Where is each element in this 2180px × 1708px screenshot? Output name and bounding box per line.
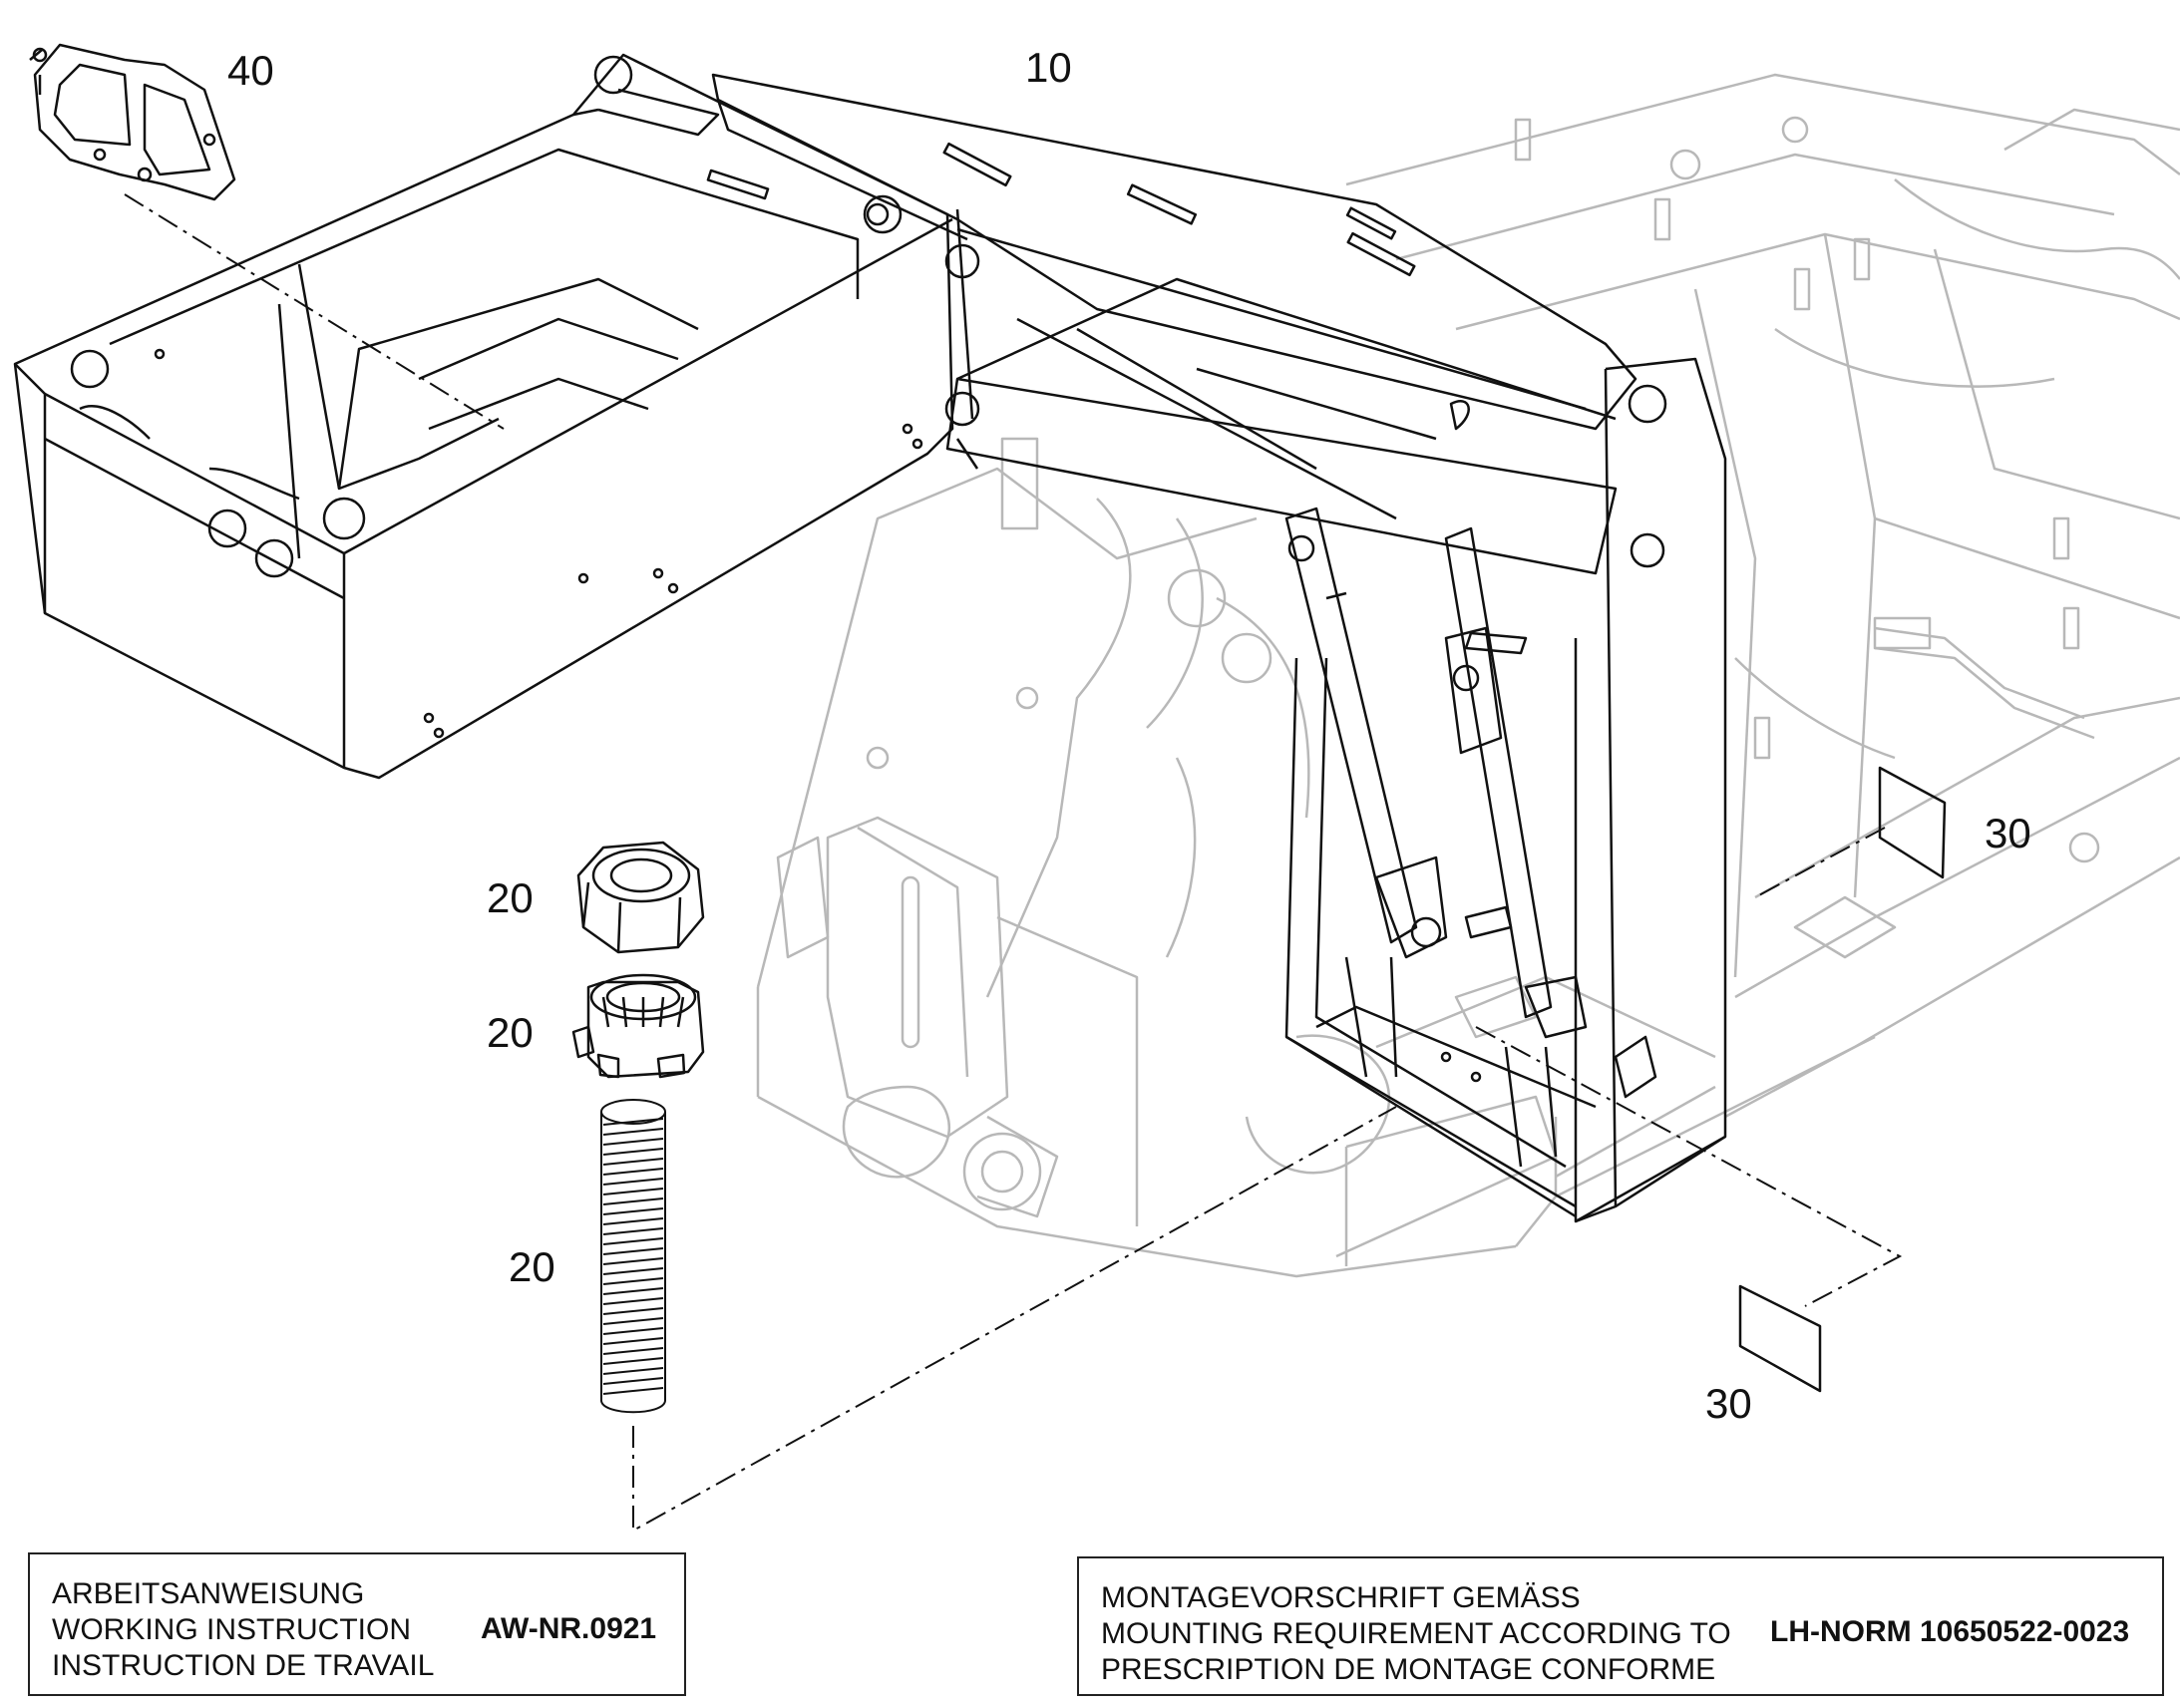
callout-20-hex-nut: 20 bbox=[487, 874, 534, 921]
callout-10: 10 bbox=[1025, 44, 1072, 91]
ghost-chassis bbox=[1345, 73, 2180, 1198]
part-30-label-lower bbox=[1738, 1284, 1822, 1393]
part-20-hex-nut bbox=[576, 841, 705, 954]
part-10-tripod-frame bbox=[711, 73, 1727, 1223]
part-30-label-upper bbox=[1878, 766, 1947, 879]
working-instruction-line-de: ARBEITSANWEISUNG bbox=[52, 1577, 365, 1610]
ghost-boom-bracket bbox=[756, 437, 1558, 1278]
mounting-requirement-norm: LH-NORM 10650522-0023 bbox=[1770, 1615, 2130, 1648]
mounting-requirement-box: MONTAGEVORSCHRIFT GEMÄSS MOUNTING REQUIR… bbox=[1077, 1556, 2164, 1696]
working-instruction-box: ARBEITSANWEISUNG WORKING INSTRUCTION INS… bbox=[28, 1552, 686, 1696]
callout-30-upper: 30 bbox=[1985, 810, 2031, 856]
working-instruction-text: ARBEITSANWEISUNG WORKING INSTRUCTION INS… bbox=[52, 1576, 434, 1684]
assembly-lines bbox=[124, 193, 1903, 1533]
mounting-requirement-line-fr: PRESCRIPTION DE MONTAGE CONFORME bbox=[1101, 1653, 1716, 1686]
mounting-requirement-text: MONTAGEVORSCHRIFT GEMÄSS MOUNTING REQUIR… bbox=[1101, 1580, 1731, 1688]
callout-40: 40 bbox=[227, 47, 274, 94]
part-20-threaded-rod bbox=[600, 1099, 666, 1414]
mounting-requirement-line-en: MOUNTING REQUIREMENT ACCORDING TO bbox=[1101, 1617, 1731, 1650]
callout-20-threaded-rod: 20 bbox=[509, 1243, 555, 1290]
part-40-gasket bbox=[29, 43, 236, 201]
callout-30-lower: 30 bbox=[1705, 1380, 1752, 1427]
working-instruction-line-fr: INSTRUCTION DE TRAVAIL bbox=[52, 1649, 435, 1682]
working-instruction-line-en: WORKING INSTRUCTION bbox=[52, 1613, 411, 1646]
mounting-requirement-line-de: MONTAGEVORSCHRIFT GEMÄSS bbox=[1101, 1581, 1581, 1614]
working-instruction-number: AW-NR.0921 bbox=[481, 1612, 657, 1645]
part-10-frame-box bbox=[13, 53, 954, 780]
callout-20-castle-nut: 20 bbox=[487, 1009, 534, 1056]
part-20-castle-nut bbox=[571, 973, 705, 1079]
